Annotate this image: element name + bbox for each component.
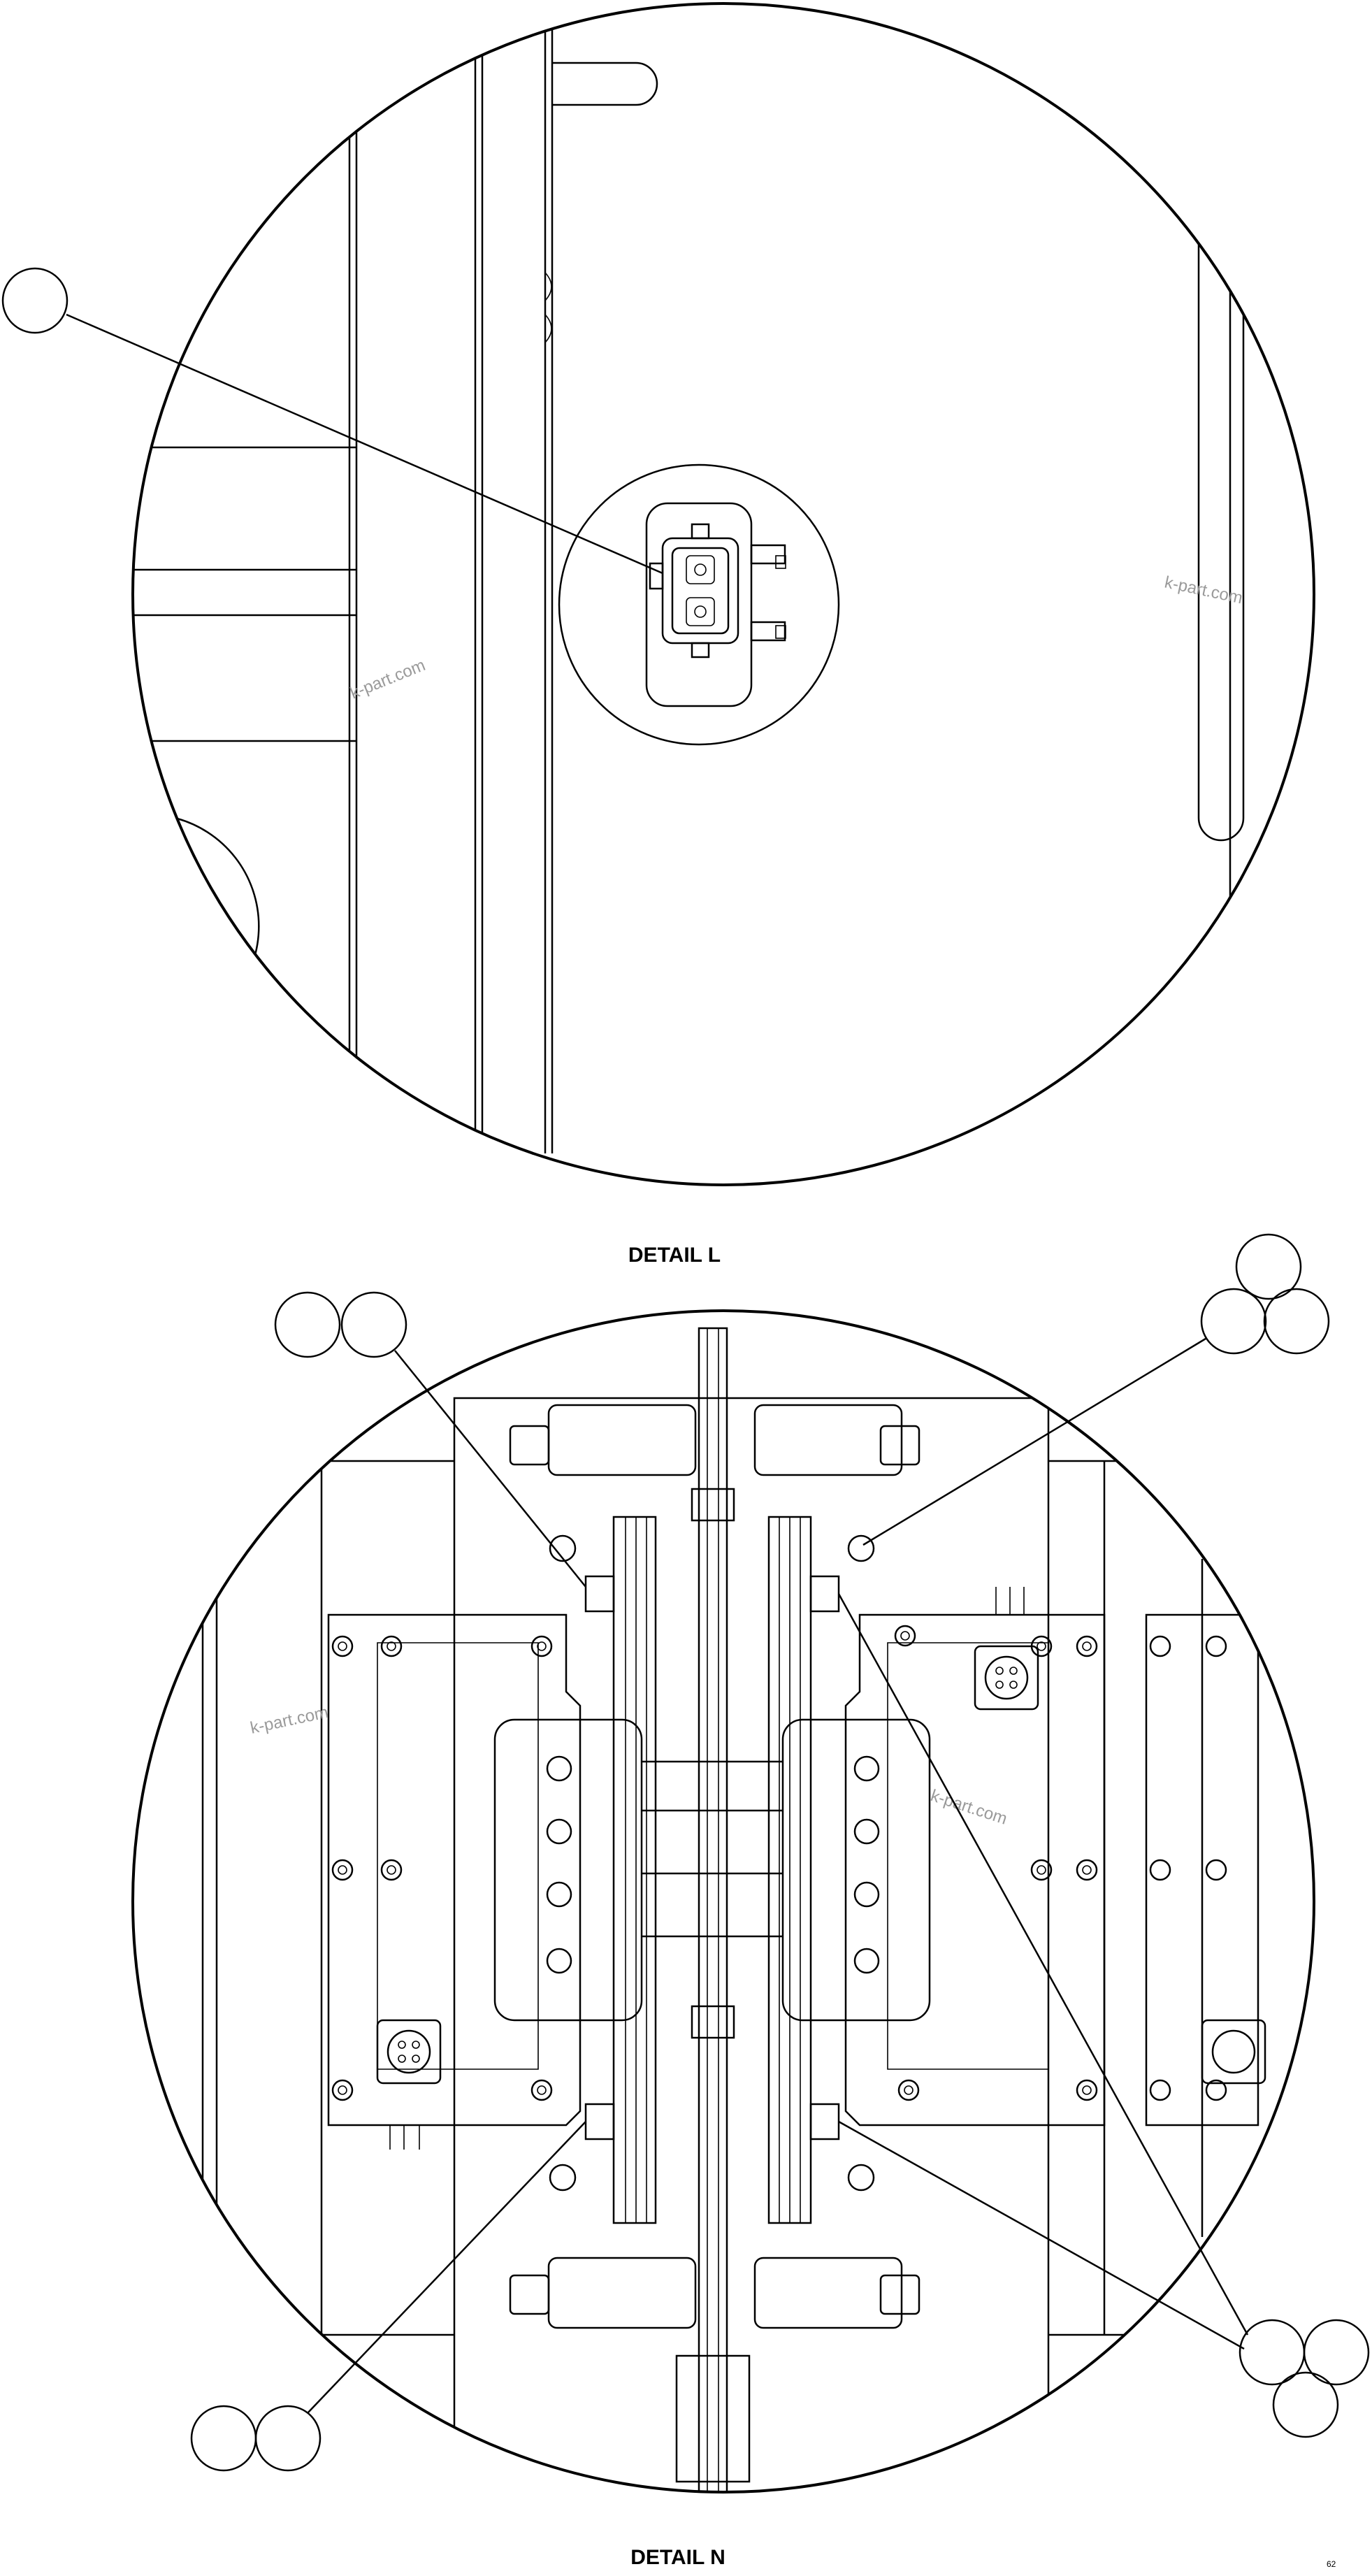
detail-l-contents: k-part.com k-part.com — [133, 3, 1245, 1185]
detail-n: k-part.com k-part.com DETAIL N — [131, 1233, 1370, 2569]
detail-n-contents: k-part.com k-part.com — [201, 1327, 1266, 2492]
callout-balloon — [1272, 2371, 1339, 2438]
callout-balloon — [1235, 1233, 1302, 1300]
callout-balloon — [254, 2405, 322, 2472]
leader-line — [862, 1337, 1206, 1546]
leader-line — [838, 2120, 1245, 2350]
detail-l-caption: DETAIL L — [628, 1244, 721, 1267]
sensor-connector-right — [974, 1587, 1039, 1711]
watermark-text: k-part.com — [928, 1786, 1009, 1829]
leader-line — [837, 1593, 1249, 2336]
watermark-text: k-part.com — [249, 1703, 330, 1738]
detail-l: k-part.com k-part.com DETAIL L — [1, 2, 1315, 1267]
mount-holes — [546, 1755, 880, 1974]
watermark-text: k-part.com — [347, 656, 428, 703]
watermark-text: k-part.com — [1163, 573, 1244, 607]
bolt-holes-left — [331, 1635, 553, 2101]
callout-balloon — [1200, 1288, 1267, 1355]
leader-line — [394, 1350, 586, 1588]
electrical-connector — [645, 502, 786, 707]
callout-balloon — [340, 1291, 407, 1358]
detail-n-boundary — [131, 1309, 1315, 2494]
sheet-mark: 62 — [1327, 2559, 1336, 2569]
leader-line — [307, 2121, 586, 2414]
detail-n-caption: DETAIL N — [630, 2546, 725, 2569]
detail-l-boundary — [131, 2, 1315, 1186]
callout-balloon — [1303, 2319, 1370, 2386]
callout-balloon — [274, 1291, 341, 1358]
callout-balloon — [1263, 1288, 1330, 1355]
leader-line — [66, 313, 663, 575]
bolt-holes-right — [894, 1625, 1098, 2101]
callout-balloon — [190, 2405, 257, 2472]
sensor-connector-left — [376, 2019, 442, 2150]
callout-balloon — [1, 267, 68, 334]
